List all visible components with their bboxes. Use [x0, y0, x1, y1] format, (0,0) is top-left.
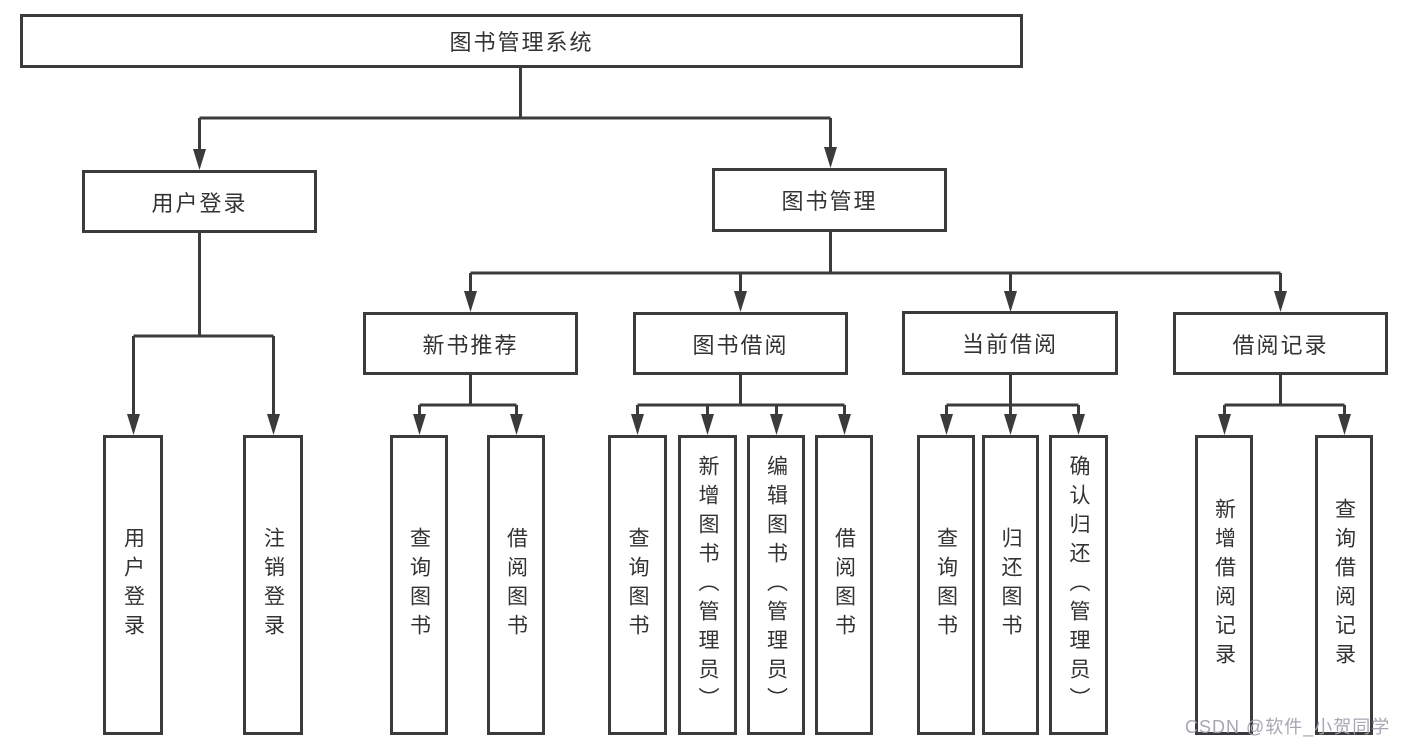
- leaf-records-query: 查询借阅记录: [1315, 435, 1373, 735]
- leaf-current-query: 查询图书: [917, 435, 975, 735]
- node-current-borrow-label: 当前借阅: [961, 332, 1058, 357]
- node-book-borrow: 图书借阅: [633, 312, 848, 375]
- leaf-logout-label: 注销登录: [261, 527, 285, 643]
- arrowhead-icon: [701, 414, 714, 435]
- node-book-management-label: 图书管理: [781, 189, 878, 214]
- leaf-borrow-borrow-book: 借阅图书: [815, 435, 873, 735]
- arrowhead-icon: [838, 414, 851, 435]
- node-new-book-recommend: 新书推荐: [363, 312, 578, 375]
- leaf-borrow-edit-book-label: 编辑图书（管理员）: [764, 454, 788, 716]
- node-root: 图书管理系统: [20, 14, 1023, 68]
- watermark: CSDN @软件_小贺同学: [1185, 717, 1391, 737]
- leaf-records-add: 新增借阅记录: [1195, 435, 1253, 735]
- node-new-book-recommend-label: 新书推荐: [422, 332, 519, 358]
- leaf-user-login-label: 用户登录: [121, 527, 145, 643]
- leaf-records-add-label: 新增借阅记录: [1212, 498, 1236, 672]
- arrowhead-icon: [510, 414, 523, 435]
- arrowhead-icon: [1004, 414, 1017, 435]
- leaf-newbook-borrow-label: 借阅图书: [504, 527, 528, 643]
- arrowhead-icon: [1004, 291, 1017, 312]
- node-book-borrow-label: 图书借阅: [692, 332, 789, 358]
- leaf-records-query-label: 查询借阅记录: [1332, 498, 1356, 672]
- arrowhead-icon: [1338, 414, 1351, 435]
- connector-newbook-to-leaves: [418, 375, 518, 419]
- arrowhead-icon: [193, 149, 206, 170]
- arrowhead-icon: [631, 414, 644, 435]
- connector-userlogin-to-leaves: [132, 233, 275, 419]
- arrowhead-icon: [464, 291, 477, 312]
- node-user-login: 用户登录: [82, 170, 317, 233]
- node-current-borrow: 当前借阅: [902, 311, 1118, 375]
- leaf-borrow-query: 查询图书: [608, 435, 667, 735]
- leaf-newbook-query: 查询图书: [390, 435, 448, 735]
- node-borrow-records: 借阅记录: [1173, 312, 1388, 375]
- connector-records-to-leaves: [1223, 375, 1346, 419]
- leaf-newbook-query-label: 查询图书: [407, 527, 431, 643]
- arrowhead-icon: [267, 414, 280, 435]
- leaf-borrow-add-book-label: 新增图书（管理员）: [696, 454, 719, 716]
- leaf-borrow-edit-book: 编辑图书（管理员）: [747, 435, 805, 735]
- node-book-management: 图书管理: [712, 168, 947, 232]
- leaf-current-confirm-return-label: 确认归还（管理员）: [1067, 454, 1090, 716]
- arrowhead-icon: [940, 414, 953, 435]
- arrowhead-icon: [127, 414, 140, 435]
- connector-bookmgmt-to-level3: [469, 232, 1282, 296]
- arrowhead-icon: [1218, 414, 1231, 435]
- arrowhead-icon: [770, 414, 783, 435]
- leaf-current-query-label: 查询图书: [934, 527, 958, 643]
- leaf-borrow-borrow-book-label: 借阅图书: [832, 527, 856, 643]
- leaf-newbook-borrow: 借阅图书: [487, 435, 545, 735]
- arrowhead-icon: [1274, 291, 1287, 312]
- arrowhead-icon: [824, 147, 837, 168]
- leaf-current-confirm-return: 确认归还（管理员）: [1049, 435, 1108, 735]
- connector-arrowheads: [127, 147, 1351, 435]
- node-user-login-label: 用户登录: [151, 190, 248, 216]
- leaf-current-return: 归还图书: [982, 435, 1039, 735]
- arrowhead-icon: [1072, 414, 1085, 435]
- leaf-user-login: 用户登录: [103, 435, 163, 735]
- leaf-borrow-add-book: 新增图书（管理员）: [678, 435, 737, 735]
- arrowhead-icon: [413, 414, 426, 435]
- connector-bookborrow-to-leaves: [636, 375, 846, 419]
- leaf-logout: 注销登录: [243, 435, 303, 735]
- connector-root-to-level2: [198, 68, 832, 154]
- arrowhead-icon: [734, 291, 747, 312]
- node-root-label: 图书管理系统: [449, 30, 594, 55]
- leaf-borrow-query-label: 查询图书: [626, 527, 649, 643]
- leaf-current-return-label: 归还图书: [999, 527, 1022, 643]
- node-borrow-records-label: 借阅记录: [1232, 332, 1329, 358]
- connector-currentborrow-to-leaves: [945, 375, 1080, 419]
